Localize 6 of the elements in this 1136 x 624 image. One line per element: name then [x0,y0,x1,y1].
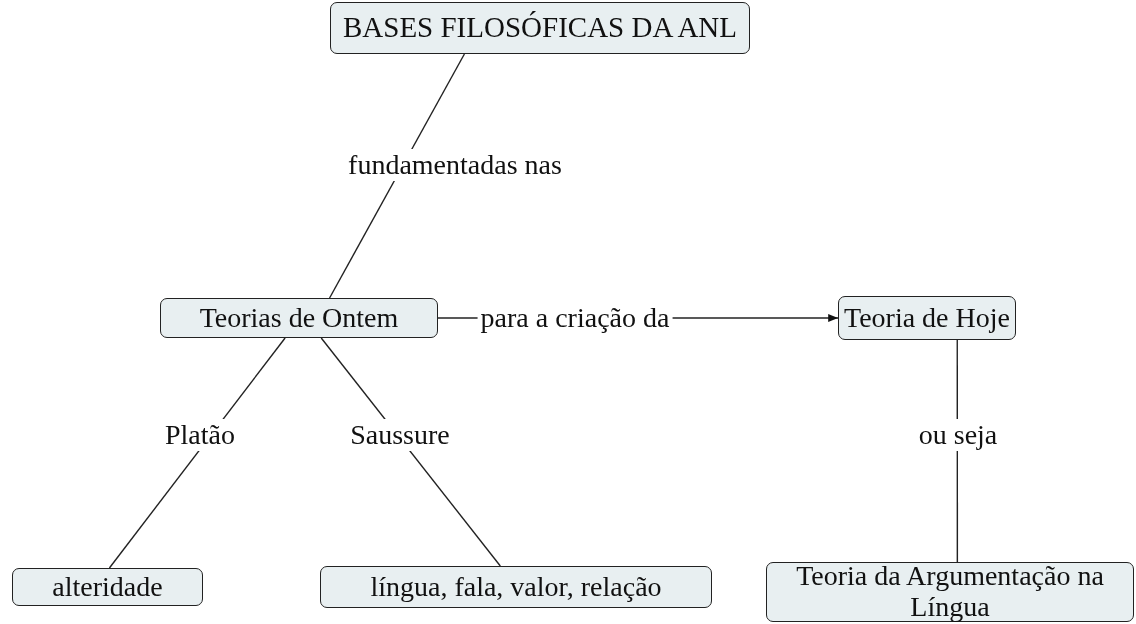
concept-box: alteridade [12,568,203,606]
concept-box: BASES FILOSÓFICAS DA ANL [330,2,750,54]
concept-box: Teorias de Ontem [160,298,438,338]
concept-box: Teoria da Argumentação na Língua [766,562,1134,622]
concept-box: Teoria de Hoje [838,296,1016,340]
concept-box: língua, fala, valor, relação [320,566,712,608]
